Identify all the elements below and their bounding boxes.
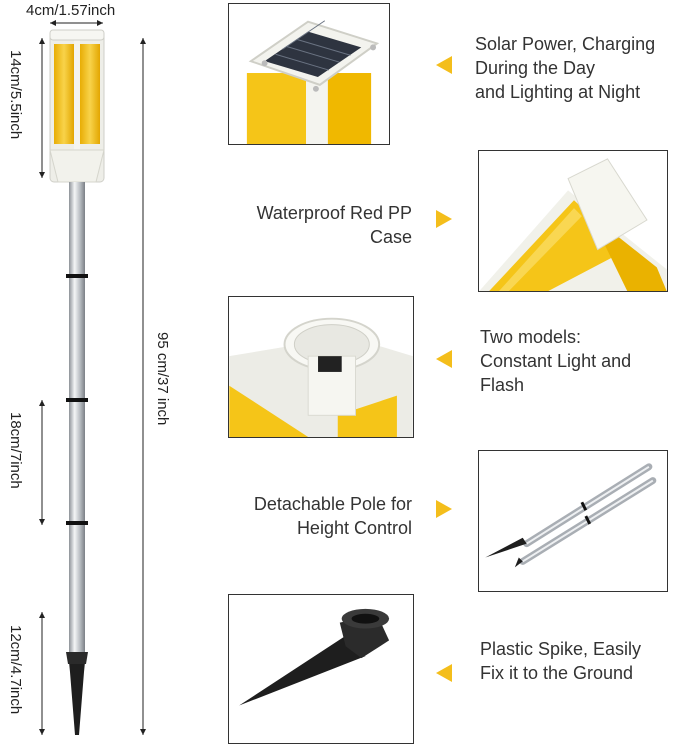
triangle-pointer-icon xyxy=(436,664,452,682)
ground-spike xyxy=(66,652,88,735)
plastic-spike-photo xyxy=(228,594,414,744)
feature-detachable-pole: Detachable Pole for Height Control xyxy=(253,494,412,538)
triangle-pointer-icon xyxy=(436,350,452,368)
lamp-top-photo xyxy=(228,296,414,438)
solar-stake-light-illustration xyxy=(39,20,146,735)
triangle-pointer-icon xyxy=(436,500,452,518)
feature-solar-power: Solar Power, Charging During the Day and… xyxy=(475,34,656,102)
triangle-pointer-icon xyxy=(436,56,452,74)
feature-plastic-spike: Plastic Spike, Easily Fix it to the Grou… xyxy=(480,639,642,683)
detachable-pole-photo xyxy=(478,450,668,592)
lamp-head xyxy=(49,29,105,183)
spike-height-label: 12cm/4.7inch xyxy=(7,625,24,715)
product-dimension-diagram xyxy=(0,0,200,747)
solar-panel-photo xyxy=(228,3,390,145)
case-closeup-photo xyxy=(478,150,668,292)
total-height-label: 95 cm/37 inch xyxy=(154,332,171,426)
width-dimension-label: 4cm/1.57inch xyxy=(26,2,116,19)
segment-height-label: 18cm/7inch xyxy=(7,412,24,489)
triangle-pointer-icon xyxy=(436,210,452,228)
feature-two-models: Two models: Constant Light and Flash xyxy=(480,327,632,395)
pole xyxy=(66,182,88,652)
head-height-label: 14cm/5.5inch xyxy=(7,50,24,140)
feature-waterproof-case: Waterproof Red PP Case xyxy=(256,203,412,247)
